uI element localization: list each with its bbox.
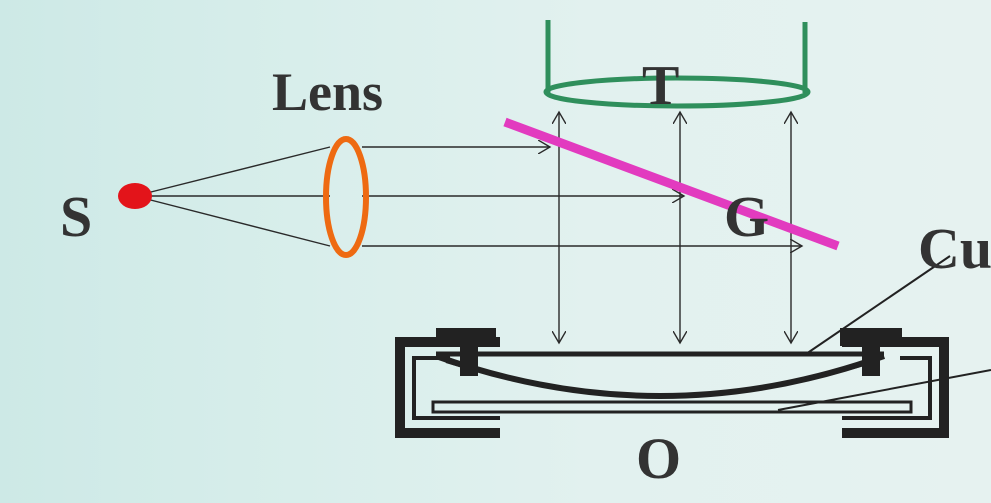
tube-shape [543, 20, 811, 109]
apparatus [395, 255, 991, 438]
point-source [118, 183, 152, 209]
diverging-rays [134, 146, 331, 247]
cu-label: Cu [918, 216, 991, 281]
lens-shape [323, 136, 369, 258]
glass-label: G [724, 184, 769, 249]
source-label: S [60, 184, 92, 249]
bottom-label: O [636, 426, 681, 491]
parallel-rays [362, 147, 802, 246]
lens-label: Lens [272, 62, 383, 122]
tube-label: T [642, 55, 679, 117]
glass-plate [503, 117, 840, 251]
